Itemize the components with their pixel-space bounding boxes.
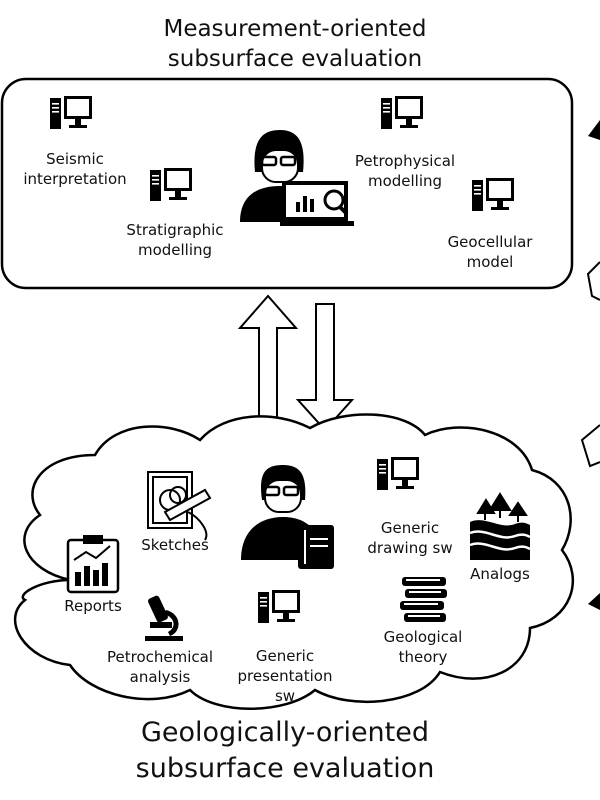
geologically-oriented-title: Geologically-oriented subsurface evaluat… bbox=[135, 717, 435, 784]
clipboard-report-icon bbox=[66, 535, 120, 594]
landscape-layers-icon bbox=[469, 492, 531, 560]
label-seismic-interpretation: Seismic interpretation bbox=[23, 150, 127, 188]
label-sketches: Sketches bbox=[141, 536, 209, 554]
right-edge-arrow-top bbox=[588, 120, 600, 140]
books-stack-icon bbox=[400, 577, 447, 622]
label-geocellular-model: Geocellular model bbox=[447, 233, 533, 271]
analyst-with-chart-icon bbox=[240, 130, 354, 226]
label-generic-drawing-sw: Generic drawing sw bbox=[367, 519, 453, 557]
right-edge-arrow-mid bbox=[580, 424, 600, 468]
label-petrophysical-modelling: Petrophysical modelling bbox=[354, 152, 456, 190]
label-analogs: Analogs bbox=[470, 565, 530, 583]
right-edge-arrow-shape bbox=[586, 261, 600, 301]
label-reports: Reports bbox=[64, 597, 122, 615]
right-edge-arrow-bottom bbox=[588, 593, 600, 610]
label-generic-presentation-sw: Generic presentation sw bbox=[237, 647, 333, 705]
upward-arrow bbox=[237, 294, 299, 425]
microscope-icon bbox=[145, 595, 183, 641]
downward-arrow bbox=[295, 303, 355, 432]
label-stratigraphic-modelling: Stratigraphic modelling bbox=[126, 221, 224, 259]
label-geological-theory: Geological theory bbox=[383, 628, 463, 666]
label-petrochemical-analysis: Petrochemical analysis bbox=[106, 648, 213, 686]
sketch-drawing-icon bbox=[147, 471, 212, 541]
measurement-title: Measurement-oriented subsurface evaluati… bbox=[163, 16, 427, 72]
geologist-with-book-icon bbox=[241, 465, 334, 569]
